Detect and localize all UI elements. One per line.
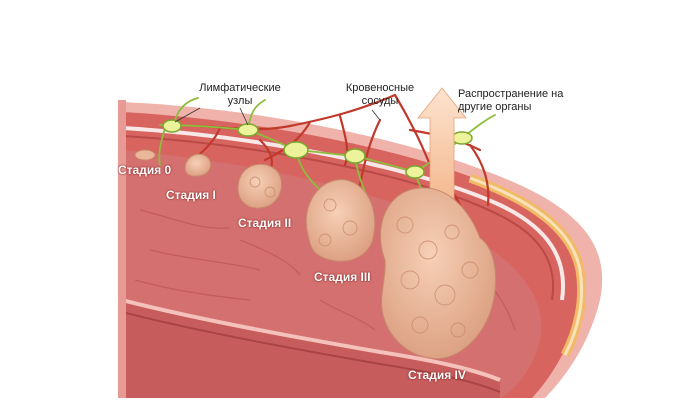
stage-1-label: Стадия I <box>166 188 216 202</box>
tumor-stage-4 <box>380 187 497 360</box>
lymph-node <box>451 131 473 145</box>
leader-lines <box>174 107 381 126</box>
tumors <box>134 149 497 360</box>
lymph-nodes <box>162 119 473 179</box>
tumor-stage-3 <box>305 179 376 262</box>
spread-text: Распространение на другие органы <box>458 88 564 113</box>
stage-0-label: Стадия 0 <box>118 163 172 177</box>
tumor-stage-1 <box>184 153 212 177</box>
tumor-stage-2 <box>237 163 283 209</box>
stage-4-label: Стадия IV <box>408 368 466 382</box>
spread-arrow <box>417 87 467 201</box>
lymph-node <box>344 148 366 164</box>
lymph-node <box>237 123 259 137</box>
tumor-stage-0 <box>134 149 156 161</box>
stage-3-label: Стадия III <box>314 270 371 284</box>
submucosa-stripe <box>121 126 565 301</box>
blood-vessels-label: Кровеносные сосуды <box>330 82 430 108</box>
lymph-nodes-text: Лимфатические узлы <box>199 82 281 107</box>
lymph-node <box>405 165 425 179</box>
lymph-nodes-label: Лимфатические узлы <box>180 82 300 108</box>
cut-face-left <box>118 100 126 398</box>
lymph-node <box>162 119 182 133</box>
lumen-edge <box>122 300 500 398</box>
spread-label: Распространение на другие органы <box>458 88 578 114</box>
tumor-texture <box>249 176 479 338</box>
stage-2-label: Стадия II <box>238 216 292 230</box>
blood-vessels-text: Кровеносные сосуды <box>345 82 415 107</box>
lymph-node <box>283 141 309 159</box>
